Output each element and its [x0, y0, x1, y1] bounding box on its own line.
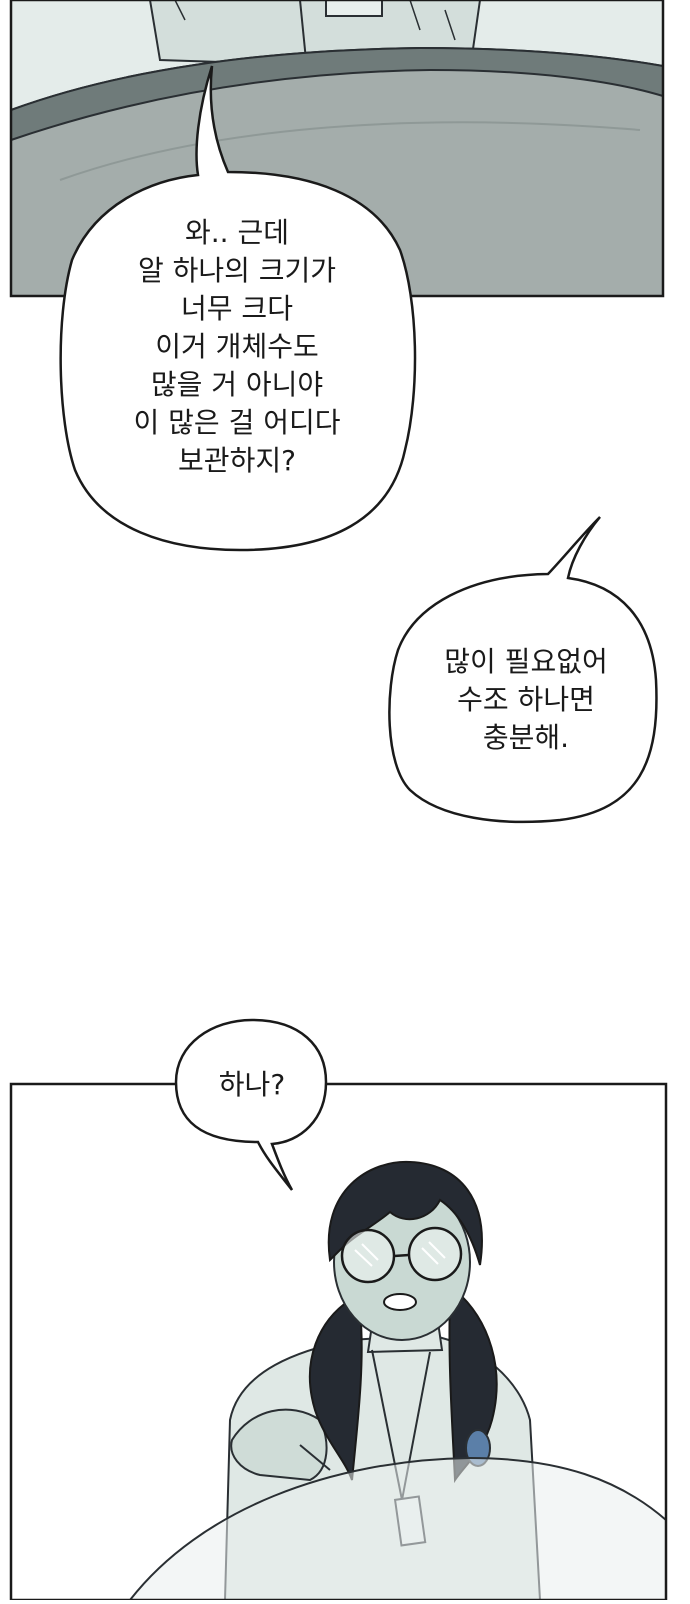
bottom-panel	[9, 1082, 668, 1602]
glasses-left	[340, 1228, 396, 1284]
bubble-2-text: 많이 필요없어 수조 하나면 충분해.	[444, 645, 608, 754]
mouth	[383, 1293, 417, 1311]
bubble-1-text: 와.. 근데 알 하나의 크기가 너무 크다 이거 개체수도 많을 거 아니야 …	[133, 216, 341, 477]
pointing-hand	[230, 1408, 328, 1482]
left-pigtail	[308, 1298, 363, 1481]
speech-bubble-3	[174, 1018, 328, 1191]
speech-bubble-2	[388, 516, 658, 824]
glasses-right	[407, 1226, 463, 1282]
hair	[327, 1160, 483, 1266]
bubble-3-text: 하나?	[218, 1068, 286, 1101]
id-card	[325, 0, 383, 17]
speech-bubble-1	[59, 65, 417, 552]
water-tank	[127, 1456, 667, 1601]
